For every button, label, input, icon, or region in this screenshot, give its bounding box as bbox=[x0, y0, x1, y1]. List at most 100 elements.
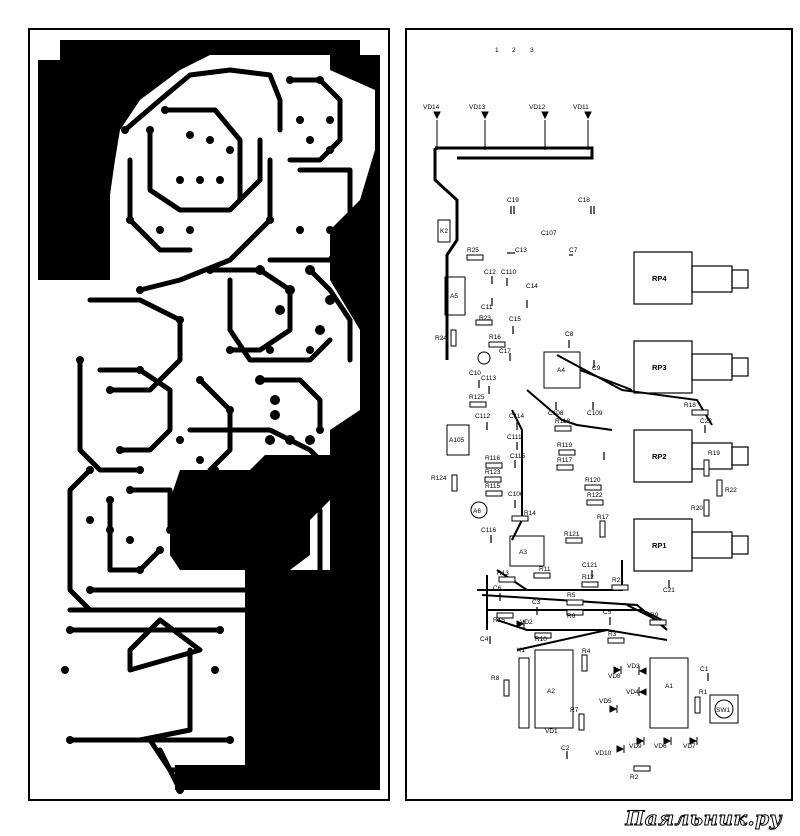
trace bbox=[267, 167, 353, 263]
diode-VD4: VD4 bbox=[626, 689, 639, 696]
control-RP4: RP4 bbox=[652, 274, 667, 283]
capacitor-C13: C13 bbox=[515, 247, 527, 254]
capacitor-C12: C12 bbox=[484, 269, 496, 276]
resistor-R7: R7 bbox=[570, 707, 579, 714]
capacitor-C4: C4 bbox=[480, 636, 489, 643]
capacitor-C109: C109 bbox=[587, 410, 603, 417]
pcb-copper-layout bbox=[28, 28, 390, 801]
resistor-R3: R3 bbox=[608, 631, 617, 638]
component-placement-layout: 1 2 3 VD14 VD13 VD12 VD11 K2 RP4 RP3 RP2… bbox=[405, 28, 793, 801]
resistor-R25: R25 bbox=[467, 247, 479, 254]
resistor-R8: R8 bbox=[491, 675, 500, 682]
resistor-R17: R17 bbox=[597, 514, 609, 521]
site-watermark: Паяльник.ру bbox=[625, 806, 782, 831]
diode-VD13: VD13 bbox=[469, 104, 486, 111]
resistor-R116: R116 bbox=[485, 455, 500, 462]
resistor-R19: R19 bbox=[708, 450, 720, 457]
capacitor-C115: C115 bbox=[510, 453, 525, 460]
diode-VD14: VD14 bbox=[423, 104, 440, 111]
capacitor-C14: C14 bbox=[526, 283, 538, 290]
trace bbox=[77, 357, 143, 473]
trace bbox=[162, 107, 243, 203]
resistor-R14: R14 bbox=[524, 510, 536, 517]
capacitor-C5: C5 bbox=[603, 609, 612, 616]
capacitor-C10: C10 bbox=[469, 370, 481, 377]
capacitor-C22: C22 bbox=[700, 418, 712, 425]
chip-A4: A4 bbox=[557, 367, 565, 374]
capacitor-C112: C112 bbox=[475, 413, 490, 420]
copper-pour-mid bbox=[170, 455, 330, 570]
resistor-R9: R9 bbox=[650, 612, 659, 619]
chip-A3: A3 bbox=[519, 549, 527, 556]
trace bbox=[227, 277, 333, 363]
resistor-R120: R120 bbox=[585, 477, 601, 484]
capacitor-C9: C9 bbox=[592, 365, 601, 372]
resistor-R118: R118 bbox=[555, 418, 570, 425]
pin-number-1: 1 bbox=[495, 47, 499, 54]
capacitor-C2: C2 bbox=[561, 745, 570, 752]
trace bbox=[87, 507, 323, 593]
capacitor-C6: C6 bbox=[493, 585, 502, 592]
capacitor-C114: C114 bbox=[509, 413, 524, 420]
capacitor-C113: C113 bbox=[481, 375, 496, 382]
pcb-artwork bbox=[38, 40, 380, 794]
capacitor-C111: C111 bbox=[507, 434, 522, 441]
resistor-R16: R16 bbox=[489, 334, 501, 341]
resistor-R6: R6 bbox=[567, 613, 576, 620]
capacitor-C107: C107 bbox=[541, 230, 557, 237]
capacitor-C110: C110 bbox=[501, 269, 516, 276]
diode-VD6: VD6 bbox=[654, 743, 667, 750]
capacitor-C21: C21 bbox=[663, 587, 675, 594]
trace bbox=[97, 367, 173, 453]
capacitor-C108: C108 bbox=[548, 410, 564, 417]
trace bbox=[207, 267, 293, 353]
copper-pour-right bbox=[175, 55, 380, 790]
capacitor-C18: C18 bbox=[578, 197, 590, 204]
resistor-R24: R24 bbox=[435, 335, 447, 342]
resistor-R10: R10 bbox=[535, 636, 547, 643]
trace bbox=[307, 267, 353, 363]
resistor-R124: R124 bbox=[431, 475, 447, 482]
resistor-R115: R115 bbox=[485, 483, 500, 490]
trace bbox=[127, 157, 193, 253]
capacitor-C7: C7 bbox=[569, 247, 578, 254]
resistor-R119: R119 bbox=[557, 442, 572, 449]
relay-K2: K2 bbox=[440, 228, 448, 235]
capacitor-C15: C15 bbox=[509, 316, 521, 323]
resistor-R5: R5 bbox=[567, 592, 576, 599]
control-RP2: RP2 bbox=[652, 452, 667, 461]
copper-pour-top-left bbox=[38, 40, 360, 280]
capacitor-C17: C17 bbox=[499, 348, 511, 355]
resistor-R125: R125 bbox=[469, 394, 485, 401]
diode-VD12: VD12 bbox=[529, 104, 546, 111]
resistor-R13: R13 bbox=[497, 570, 509, 577]
trace bbox=[287, 77, 343, 163]
diode-VD5: VD5 bbox=[599, 698, 612, 705]
control-RP1: RP1 bbox=[652, 541, 667, 550]
capacitor-C106: C106 bbox=[508, 491, 524, 498]
diode-VD8: VD8 bbox=[608, 673, 621, 680]
trace bbox=[257, 377, 323, 433]
trace bbox=[87, 297, 183, 393]
resistor-R2: R2 bbox=[630, 774, 639, 781]
pin-number-3: 3 bbox=[530, 47, 534, 54]
diode-VD9: VD9 bbox=[629, 743, 642, 750]
trace bbox=[107, 497, 163, 573]
pin-number-2: 2 bbox=[512, 47, 516, 54]
trace bbox=[197, 377, 233, 473]
diode-VD11: VD11 bbox=[573, 104, 589, 111]
diode-VD3: VD3 bbox=[627, 663, 640, 670]
resistor-R21: R21 bbox=[612, 577, 624, 584]
resistor-R1: R1 bbox=[699, 689, 708, 696]
capacitor-C116: C116 bbox=[481, 527, 496, 534]
control-RP3: RP3 bbox=[652, 363, 667, 372]
resistor-R15: R15 bbox=[493, 617, 505, 624]
diode-VD7: VD7 bbox=[683, 743, 696, 750]
capacitor-C19: C19 bbox=[507, 197, 519, 204]
trace bbox=[127, 617, 203, 673]
trace bbox=[147, 127, 263, 213]
chip-A5: A5 bbox=[450, 293, 458, 300]
diode-VD2: VD2 bbox=[520, 619, 533, 626]
chip-A1: A1 bbox=[665, 683, 673, 690]
trace bbox=[122, 67, 283, 133]
